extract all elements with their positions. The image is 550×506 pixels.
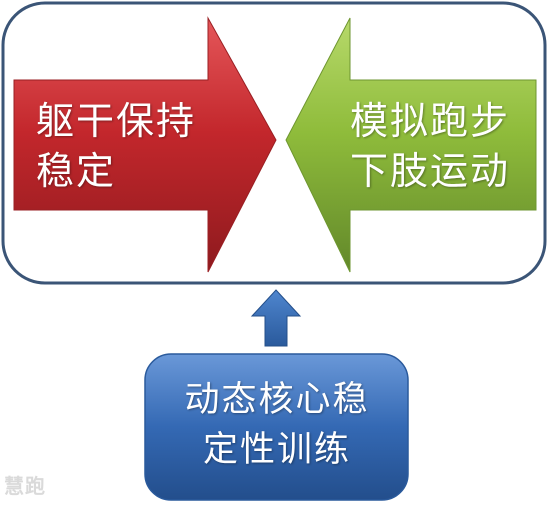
red-arrow-label-line1: 躯干保持 bbox=[36, 99, 197, 143]
bottom-box-label-line1: 动态核心稳 bbox=[184, 380, 370, 420]
bottom-box bbox=[144, 353, 409, 501]
bottom-box-label-line2: 定性训练 bbox=[202, 430, 351, 470]
green-arrow bbox=[285, 17, 537, 273]
red-arrow bbox=[13, 16, 277, 273]
red-arrow-label-line2: 稳定 bbox=[36, 149, 117, 193]
green-arrow-label: 模拟跑步 下肢运动 bbox=[335, 96, 510, 196]
red-arrow-label: 躯干保持 稳定 bbox=[36, 96, 206, 196]
green-arrow-label-line2: 下肢运动 bbox=[349, 149, 510, 193]
bottom-box-label: 动态核心稳 定性训练 bbox=[148, 375, 406, 475]
watermark: 慧跑 bbox=[4, 474, 46, 498]
up-arrow-icon bbox=[250, 289, 302, 347]
green-arrow-label-line1: 模拟跑步 bbox=[349, 99, 510, 143]
